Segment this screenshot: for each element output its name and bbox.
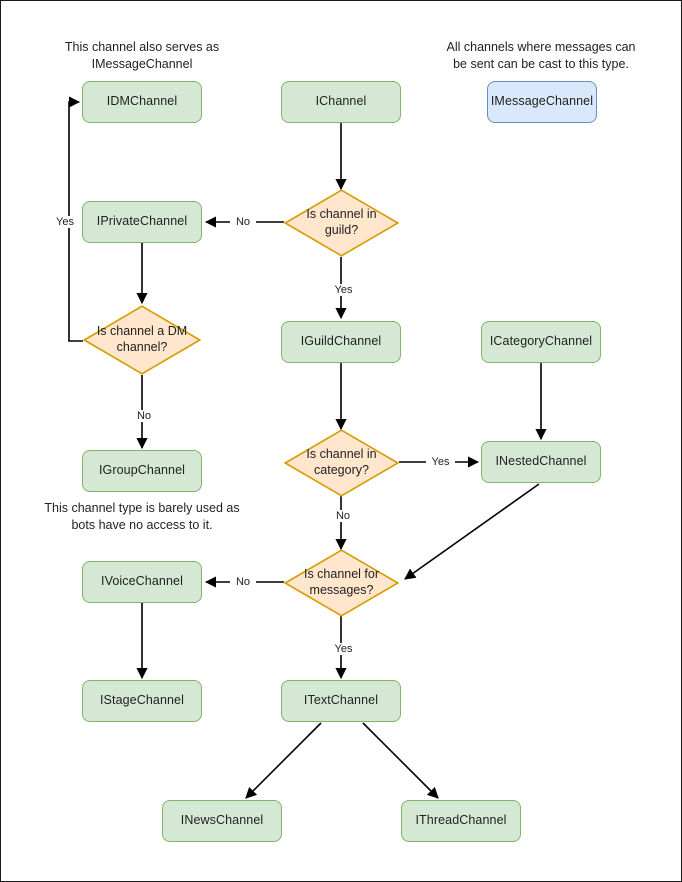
node-label: IStageChannel — [99, 693, 184, 708]
edge-label-category-yes: Yes — [426, 456, 455, 468]
edge-text-to-news — [245, 722, 322, 799]
node-label: ITextChannel — [303, 693, 379, 708]
node-inested-channel[interactable]: INestedChannel — [481, 441, 601, 483]
node-label: IVoiceChannel — [101, 574, 183, 589]
edge-label-messages-no: No — [230, 576, 256, 588]
node-inews-channel[interactable]: INewsChannel — [162, 800, 282, 842]
node-label: Is channel in guild? — [306, 207, 377, 237]
node-label: INewsChannel — [180, 813, 264, 828]
node-label: ICategoryChannel — [489, 334, 593, 349]
node-label: IMessageChannel — [490, 94, 594, 109]
node-ichannel[interactable]: IChannel — [281, 81, 401, 123]
edge-label-dm-yes: Yes — [50, 216, 80, 228]
node-label: IGroupChannel — [98, 463, 186, 478]
node-label: Is channel a DM channel? — [96, 324, 188, 354]
node-label: IDMChannel — [106, 94, 178, 109]
edge-label-category-no: No — [330, 510, 356, 522]
node-iprivate-channel[interactable]: IPrivateChannel — [82, 201, 202, 243]
node-icategory-channel[interactable]: ICategoryChannel — [481, 321, 601, 363]
node-ivoice-channel[interactable]: IVoiceChannel — [82, 561, 202, 603]
edge-label-messages-yes: Yes — [329, 643, 358, 655]
node-idm-channel[interactable]: IDMChannel — [82, 81, 202, 123]
node-ithread-channel[interactable]: IThreadChannel — [401, 800, 521, 842]
node-label: IThreadChannel — [415, 813, 507, 828]
node-label: IPrivateChannel — [96, 214, 188, 229]
node-imessage-channel[interactable]: IMessageChannel — [487, 81, 597, 123]
node-label: IChannel — [315, 94, 367, 109]
edge-label-dm-no: No — [131, 410, 157, 422]
node-istage-channel[interactable]: IStageChannel — [82, 680, 202, 722]
node-label: IGuildChannel — [300, 334, 382, 349]
node-label: INestedChannel — [495, 454, 587, 469]
edge-label-guild-yes: Yes — [329, 284, 358, 296]
node-igroup-channel[interactable]: IGroupChannel — [82, 450, 202, 492]
note-dm-channel: This channel also serves as IMessageChan… — [64, 40, 220, 71]
node-iguild-channel[interactable]: IGuildChannel — [281, 321, 401, 363]
edge-label-guild-no: No — [230, 216, 256, 228]
node-label: Is channel for messages? — [303, 567, 380, 597]
note-message-channel: All channels where messages can be sent … — [446, 40, 636, 71]
node-itext-channel[interactable]: ITextChannel — [281, 680, 401, 722]
edge-text-to-thread — [362, 722, 439, 799]
note-group-channel: This channel type is barely used as bots… — [44, 501, 240, 532]
node-label: Is channel in category? — [306, 447, 377, 477]
edge-nested-to-messagesq — [404, 483, 540, 580]
